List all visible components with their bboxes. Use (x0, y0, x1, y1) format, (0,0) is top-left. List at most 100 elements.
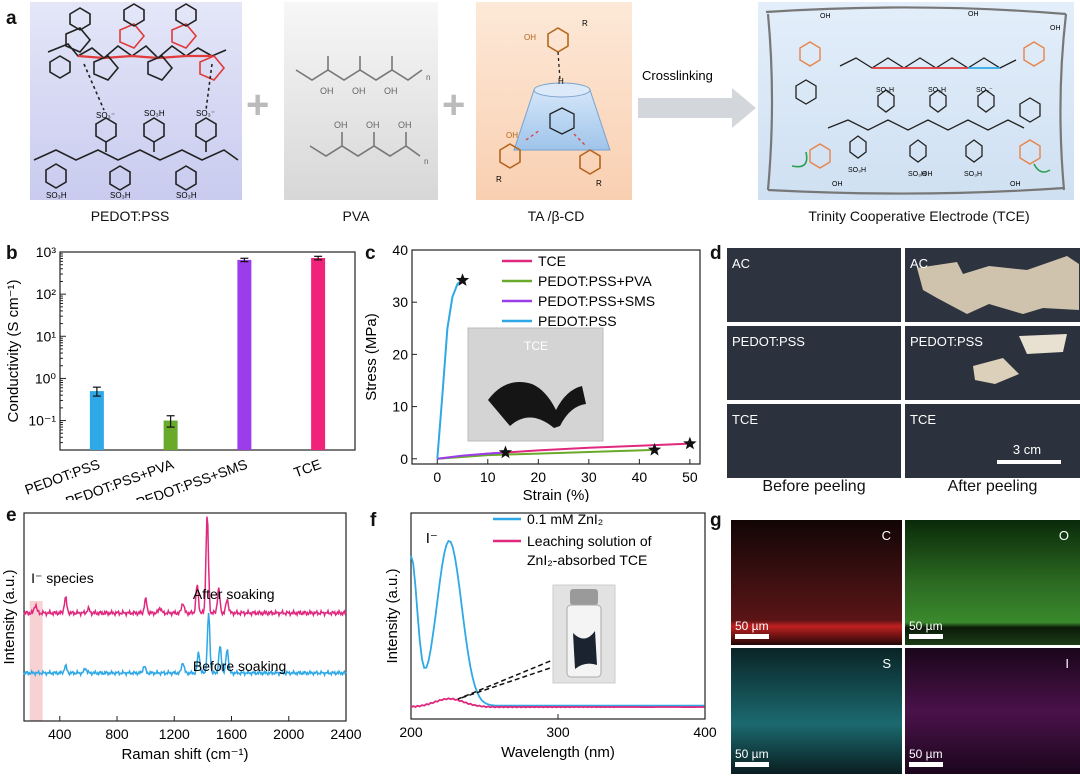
ac-before-tile (727, 248, 901, 322)
panel-label-a: a (6, 8, 17, 29)
ac-peeled-area (917, 256, 1079, 314)
map-i (905, 648, 1080, 774)
plus-sign-1: + (246, 83, 269, 127)
map-label-o: O (1059, 528, 1069, 543)
tce-oh-5: OH (832, 181, 843, 188)
ta-oh-2: OH (506, 131, 518, 140)
scale-label-c: 50 µm (735, 619, 769, 633)
c-ylabel: Stress (MPa) (363, 313, 380, 401)
c-xtick-label: 40 (632, 469, 648, 485)
c-xtick-label: 10 (480, 469, 496, 485)
c-ytick-label: 30 (392, 294, 408, 310)
b-bar (237, 259, 252, 450)
tce-so3-minus: SO₃⁻ (976, 87, 993, 94)
tce-oh-1: OH (820, 13, 831, 20)
c-xtick-label: 50 (682, 469, 698, 485)
f-ylabel: Intensity (a.u.) (384, 568, 401, 663)
d-col-before: Before peeling (762, 478, 866, 495)
map-c (731, 520, 902, 645)
scale-bar-c (735, 634, 769, 639)
scale-label-i: 50 µm (909, 747, 943, 761)
so3h-label-2: SO₃H (46, 191, 67, 200)
scale-label-o: 50 µm (909, 619, 943, 633)
c-break-star (683, 436, 697, 450)
so3-minus-label-1: SO₃⁻ (96, 111, 115, 120)
so3h-label-1: SO₃H (144, 109, 165, 118)
panel-label-f: f (370, 510, 377, 531)
pva-oh-3: OH (384, 86, 398, 96)
e-ylabel: Intensity (a.u.) (1, 569, 18, 664)
panel-d-peel-test: AC AC PEDOT:PSS PEDOT:PSS TCE TCE 3 cm (727, 248, 1080, 478)
pedot-peeled-area-1 (973, 358, 1019, 384)
c-legend-label: TCE (538, 253, 566, 269)
b-ytick-label: 10⁰ (35, 370, 57, 386)
crosslinking-label: Crosslinking (642, 68, 713, 83)
f-xtick-label: 300 (546, 724, 570, 740)
tce-network (765, 6, 1068, 195)
tce-oh-4: OH (922, 171, 933, 178)
c-break-star (498, 445, 513, 459)
d-label-pedot-after: PEDOT:PSS (910, 334, 983, 349)
f-series-line (410, 539, 705, 707)
ta-r-2: R (496, 175, 502, 184)
d-scale-label: 3 cm (1013, 442, 1041, 457)
c-series-line (437, 448, 655, 460)
f-pointer-line (457, 654, 566, 700)
so3h-label-4: SO₃H (176, 191, 197, 200)
pedot-peeled-area-2 (1019, 334, 1067, 354)
b-plot-frame (59, 251, 356, 451)
tce-oh-6: OH (1010, 181, 1021, 188)
crosslinking-arrow (638, 88, 756, 128)
e-highlight-label: I⁻ species (31, 570, 94, 586)
panel-label-c: c (365, 243, 376, 264)
f-peak-label: I⁻ (426, 530, 438, 547)
tce-oh-2: OH (968, 11, 979, 18)
tce-so3h-5: SO₃H (964, 171, 982, 178)
c-break-star (455, 273, 470, 286)
f-xtick-label: 200 (399, 724, 423, 740)
c-ytick-label: 40 (392, 242, 408, 258)
tce-so3h-4: SO₃H (908, 171, 926, 178)
d-col-after: After peeling (947, 478, 1038, 495)
inset-label: TCE (524, 339, 548, 353)
c-xtick-label: 30 (581, 469, 597, 485)
c-xtick-label: 20 (531, 469, 547, 485)
caption-ta-cd: TA /β-CD (527, 208, 585, 224)
scale-bar-o (909, 634, 943, 639)
f-xtick-label: 400 (693, 724, 717, 740)
vial-inset-photo (552, 584, 616, 684)
ta-h-1: H (558, 77, 564, 86)
ta-r-1: R (582, 19, 588, 28)
b-bar (311, 258, 326, 450)
b-ytick-label: 10³ (36, 244, 57, 260)
panel-label-g: g (710, 510, 722, 531)
pedot-pss-box (30, 2, 242, 200)
c-break-star (647, 442, 662, 456)
f-xlabel: Wavelength (nm) (501, 744, 615, 761)
map-label-c: C (882, 528, 891, 543)
panel-label-e: e (6, 505, 17, 526)
b-bar (163, 420, 178, 450)
panel-label-d: d (710, 243, 722, 264)
e-xtick-label: 1600 (216, 726, 247, 742)
b-ytick-label: 10² (36, 286, 57, 302)
c-ytick-label: 0 (400, 451, 408, 467)
d-label-tce-after: TCE (910, 412, 936, 427)
c-ytick-label: 20 (392, 346, 408, 362)
so3h-label-3: SO₃H (110, 191, 131, 200)
pva-oh-6: OH (398, 120, 412, 130)
scale-bar-s (735, 762, 769, 767)
b-ytick-label: 10¹ (36, 328, 57, 344)
b-ylabel: Conductivity (S cm⁻¹) (5, 280, 22, 423)
c-plot-frame (411, 249, 701, 465)
e-series-line (23, 516, 347, 618)
f-legend-label: 0.1 mM ZnI₂ (527, 511, 603, 527)
d-label-ac-after: AC (910, 256, 928, 271)
ta-r-3: R (596, 179, 602, 188)
e-xtick-label: 2000 (273, 726, 304, 742)
ta-oh-1: OH (524, 33, 536, 42)
pedot-structure (33, 3, 239, 191)
caption-pva: PVA (342, 208, 370, 224)
tce-inset-photo: TCE (467, 327, 604, 442)
